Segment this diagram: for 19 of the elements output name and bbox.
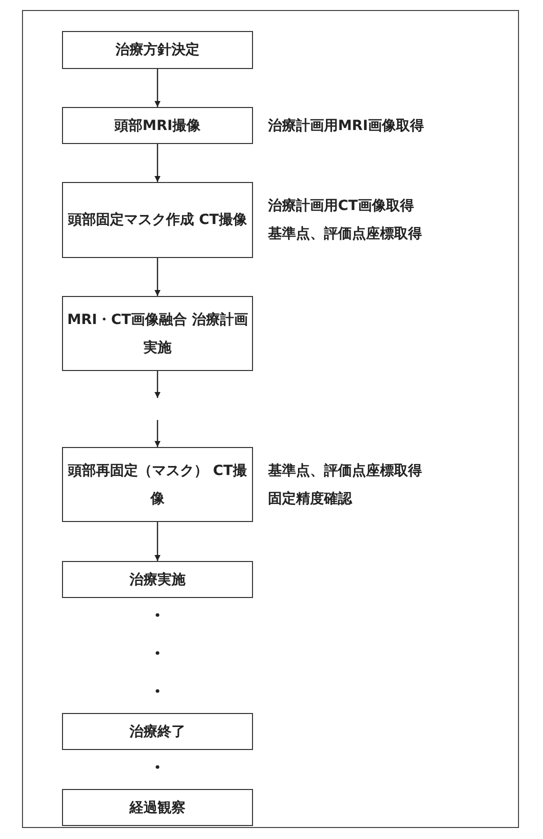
note-text: 固定精度確認 [268, 490, 352, 508]
process-box: 治療終了 [62, 713, 253, 750]
process-box: 治療実施 [62, 561, 253, 598]
arrow [154, 258, 160, 296]
note-text: 基準点、評価点座標取得 [268, 462, 422, 480]
note-text: 治療計画用CT画像取得 [268, 197, 414, 216]
process-box: 治療方針決定 [62, 31, 253, 69]
process-box: 頭部再固定（マスク） CT撮像 [62, 447, 253, 522]
note-text: 基準点、評価点座標取得 [268, 224, 422, 244]
arrow [154, 420, 160, 447]
arrow [154, 144, 160, 182]
process-box: 頭部固定マスク作成 CT撮像 [62, 182, 253, 258]
arrow [154, 69, 160, 107]
process-box: MRI・CT画像融合 治療計画実施 [62, 296, 253, 371]
arrow [154, 522, 160, 561]
arrow [154, 371, 160, 398]
note-text: 治療計画用MRI画像取得 [268, 116, 424, 136]
process-box: 経過観察 [62, 789, 253, 826]
process-box: 頭部MRI撮像 [62, 107, 253, 144]
